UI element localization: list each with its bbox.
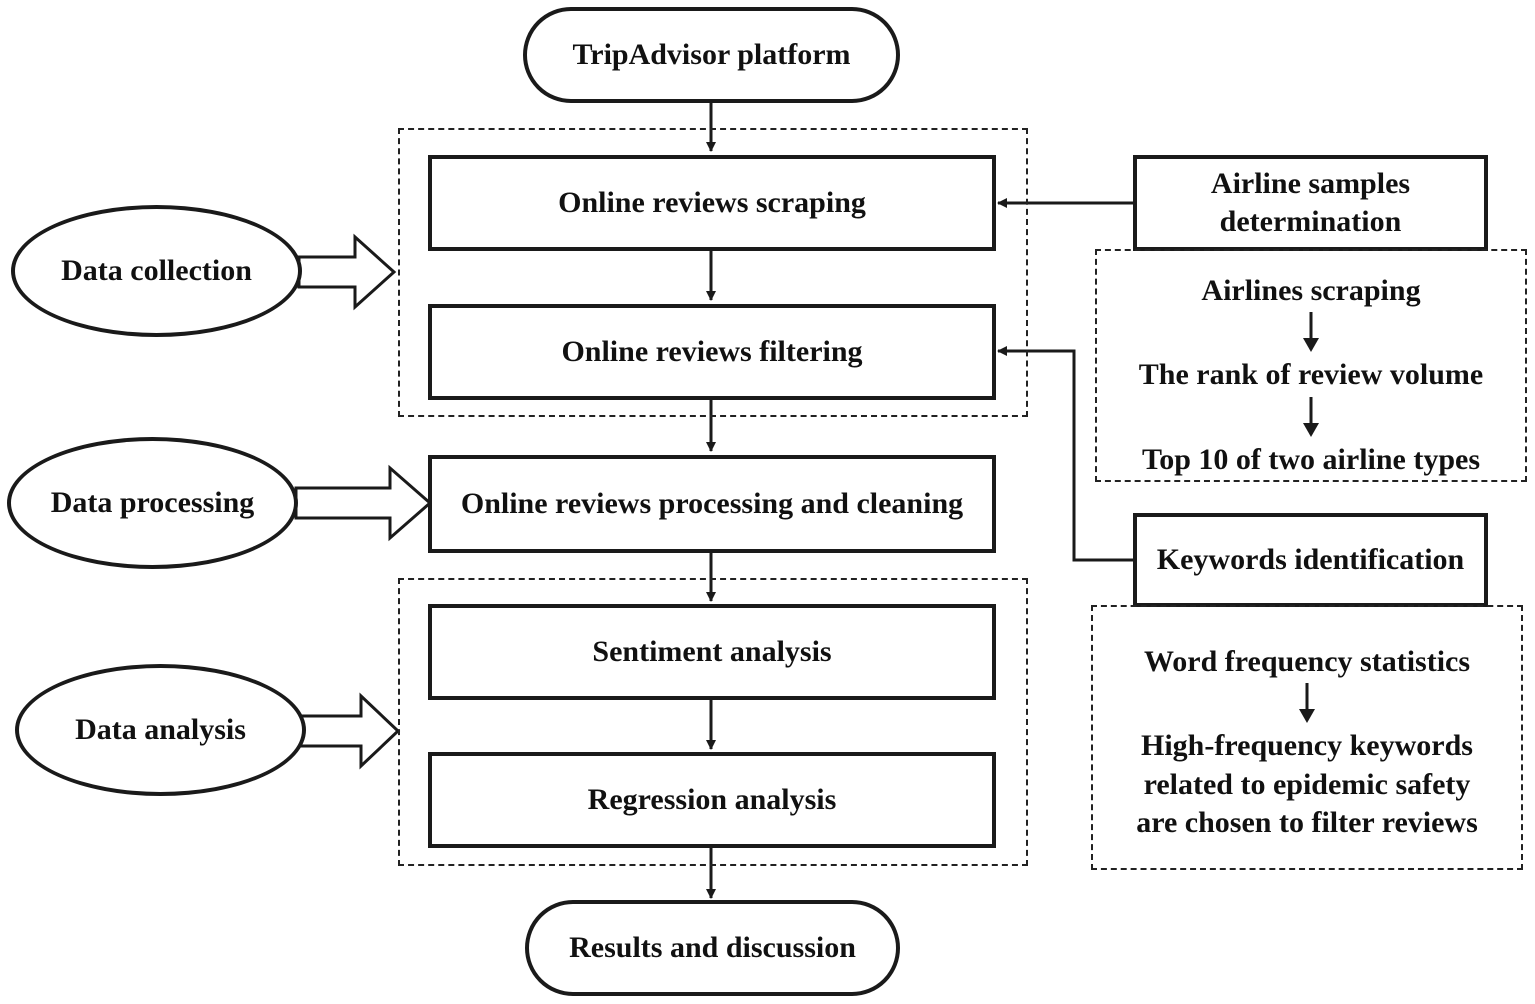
phase-data-analysis: Data analysis bbox=[15, 664, 306, 796]
substep-high-frequency-line2: related to epidemic safety bbox=[1143, 767, 1471, 801]
hollow-arrow-data-processing bbox=[294, 464, 433, 542]
arrow-down-icon bbox=[1303, 312, 1319, 353]
substep-rank-review-volume: The rank of review volume bbox=[1138, 358, 1484, 392]
step-regression-analysis: Regression analysis bbox=[428, 752, 996, 848]
step-online-reviews-filtering: Online reviews filtering bbox=[428, 304, 996, 400]
phase-data-processing: Data processing bbox=[7, 437, 298, 569]
keywords-identification-box: Keywords identification bbox=[1133, 513, 1488, 607]
substep-word-frequency: Word frequency statistics bbox=[1143, 645, 1471, 678]
substep-high-frequency-line3: are chosen to filter reviews bbox=[1136, 806, 1478, 840]
substep-high-frequency-line1: High-frequency keywords bbox=[1141, 729, 1473, 763]
arrow-down-icon bbox=[1299, 683, 1315, 724]
substep-airlines-scraping: Airlines scraping bbox=[1201, 274, 1421, 307]
airline-samples-title-line1: Airline samples bbox=[1210, 166, 1411, 200]
step-online-reviews-processing: Online reviews processing and cleaning bbox=[428, 455, 996, 553]
arrow-down-icon bbox=[1303, 396, 1319, 437]
hollow-arrow-data-collection bbox=[297, 233, 397, 311]
arrow-keywords-to-filtering bbox=[997, 346, 1133, 562]
start-node: TripAdvisor platform bbox=[523, 7, 900, 103]
phase-data-collection: Data collection bbox=[11, 205, 302, 337]
step-sentiment-analysis: Sentiment analysis bbox=[428, 604, 996, 700]
end-node: Results and discussion bbox=[525, 900, 900, 996]
airline-samples-substeps: Airlines scraping The rank of review vol… bbox=[1095, 249, 1527, 482]
substep-top-10-airline-types: Top 10 of two airline types bbox=[1141, 442, 1481, 476]
keywords-substeps: Word frequency statistics High-frequency… bbox=[1091, 605, 1523, 870]
airline-samples-box: Airline samples determination bbox=[1133, 155, 1488, 251]
airline-samples-title-line2: determination bbox=[1219, 205, 1402, 238]
collection-group-frame bbox=[398, 128, 1028, 417]
analysis-group-frame bbox=[398, 578, 1028, 866]
hollow-arrow-data-analysis bbox=[299, 692, 401, 770]
step-online-reviews-scraping: Online reviews scraping bbox=[428, 155, 996, 251]
